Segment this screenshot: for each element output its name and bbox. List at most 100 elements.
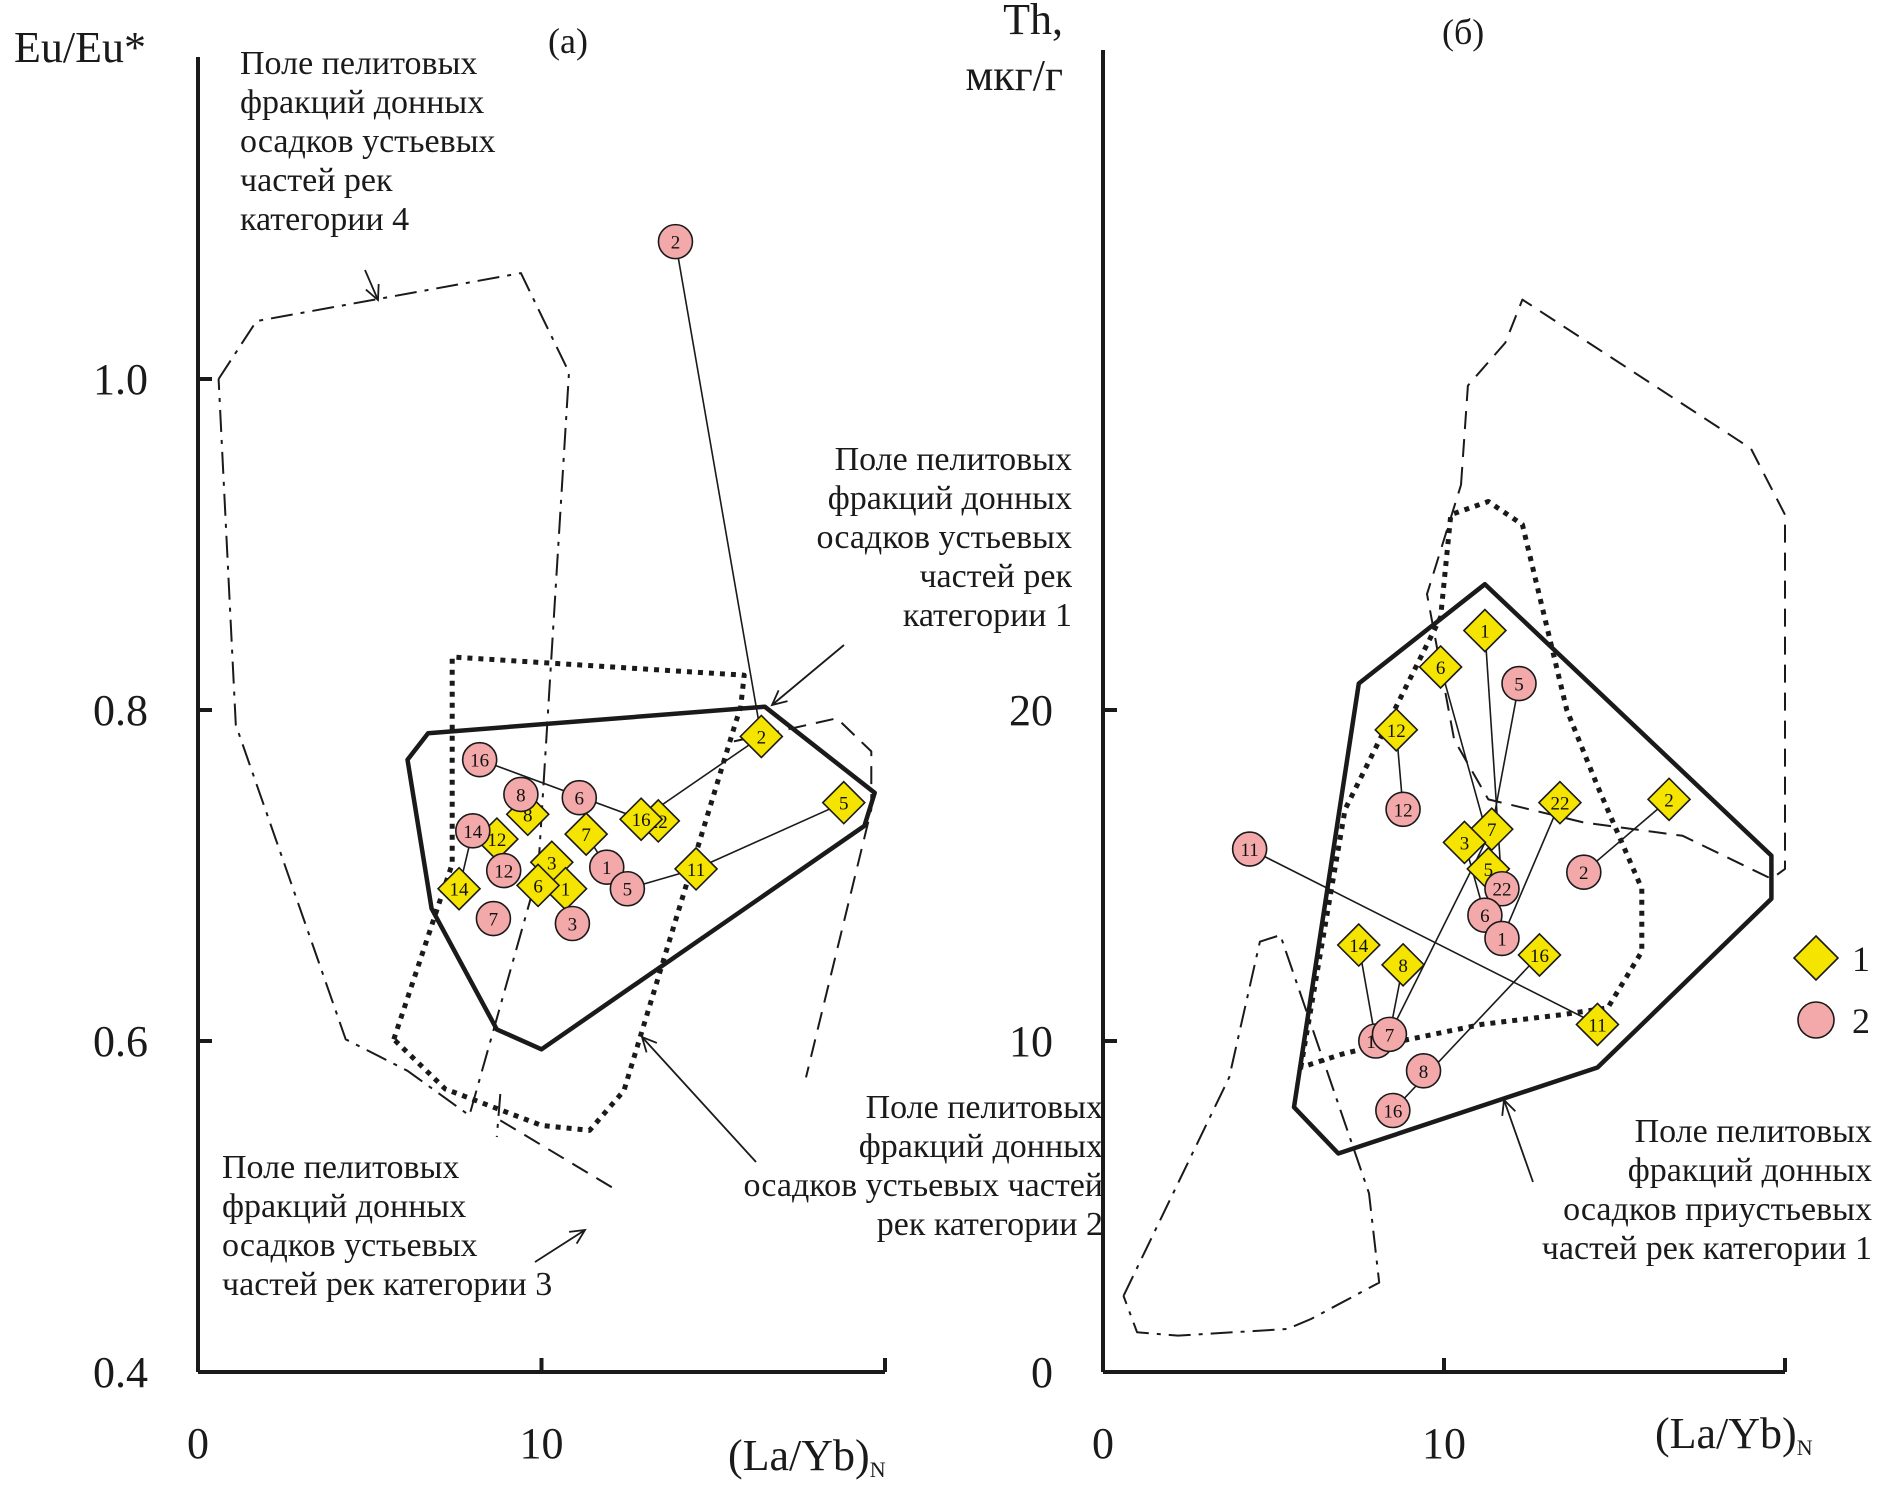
diamond-marker-2: 2 (1646, 777, 1692, 822)
field-cat3-dashed (733, 717, 873, 1078)
marker-label: 1 (561, 880, 571, 901)
circle-shape (485, 852, 522, 889)
diamond-shape (1575, 1002, 1620, 1047)
annotation-arrow (1503, 1099, 1534, 1183)
diamond-marker-6: 6 (515, 863, 561, 908)
annotation-line: Поле пелитовых (835, 441, 1072, 478)
y-tick-label: 10 (1009, 1017, 1053, 1066)
circle-marker-11: 11 (1231, 831, 1268, 867)
panel-a-arrows (364, 269, 845, 1263)
panel-b-markers: 161222273514816115121122261147816 (1231, 608, 1692, 1129)
panel-a-markers: 251122167316812142168614127153 (436, 223, 866, 942)
arrow-head (770, 690, 788, 707)
marker-label: 12 (1387, 721, 1406, 742)
annotation-arrow (771, 644, 845, 706)
circle-marker-8: 8 (503, 776, 539, 813)
marker-label: 5 (1484, 860, 1494, 881)
diamond-marker-8: 8 (1380, 942, 1426, 988)
marker-label: 6 (1480, 906, 1490, 927)
diamond-marker-16: 16 (618, 797, 664, 842)
diamond-marker-14: 14 (1336, 922, 1381, 968)
annotation-line: категории 1 (903, 597, 1072, 634)
circle-shape (1501, 665, 1537, 702)
circle-marker-16: 16 (461, 741, 498, 778)
connection-line (479, 758, 642, 820)
y-tick-label: 0 (1031, 1348, 1053, 1397)
marker-label: 1 (1497, 929, 1507, 950)
diamond-shape (739, 714, 784, 759)
annotation-line: осадков устьевых (222, 1227, 478, 1264)
connection-line (1392, 954, 1541, 1112)
legend-circle-icon (1797, 1001, 1835, 1039)
marker-label: 12 (1394, 800, 1413, 821)
annotation-line: фракций донных (828, 480, 1072, 517)
circle-shape (1484, 920, 1520, 957)
marker-label: 2 (1579, 863, 1589, 884)
diamond-marker-12: 12 (1374, 707, 1419, 752)
annotation-line: частей рек (919, 558, 1072, 595)
legend-diamond-icon (1792, 934, 1840, 982)
circle-shape (1484, 870, 1520, 907)
circle-marker-8: 8 (1405, 1052, 1442, 1089)
panel-b: 161222273514816115121122261147816 010200… (965, 0, 1872, 1468)
panel-a-fields (217, 272, 877, 1190)
diamond-shape (564, 811, 609, 857)
field-dashdot (1122, 934, 1381, 1337)
connection-line (1501, 802, 1561, 939)
annotation-line: осадков устьевых частей (744, 1167, 1103, 1204)
panel-a-label: (а) (548, 21, 588, 61)
marker-label: 12 (494, 862, 513, 883)
marker-label: 16 (1383, 1102, 1402, 1123)
annotation-line: рек категории 2 (877, 1206, 1103, 1243)
y-tick-label: 0.8 (93, 686, 148, 735)
marker-label: 3 (568, 914, 578, 935)
diamond-marker-3: 3 (1442, 820, 1487, 865)
marker-label: 8 (1398, 956, 1408, 977)
diamond-shape (618, 797, 664, 842)
marker-label: 1 (602, 858, 612, 879)
field-dotted (1298, 499, 1645, 1070)
panel-b-x-label-sub: N (1797, 1435, 1813, 1460)
marker-label: 8 (516, 785, 526, 806)
panel-a-x-label-main: (La/Yb) (728, 1431, 870, 1480)
x-tick-label: 0 (1092, 1419, 1114, 1468)
circle-shape (657, 223, 694, 260)
panel-a-y-label: Eu/Eu* (14, 23, 146, 72)
diamond-shape (1646, 777, 1692, 822)
diamond-marker-7: 7 (564, 811, 609, 857)
annotation-line: фракций донных (240, 84, 484, 121)
panel-b-label: (б) (1442, 12, 1484, 52)
panel-a-x-label-sub: N (870, 1457, 886, 1482)
arrow-head (1501, 1098, 1516, 1117)
annotation-line: осадков устьевых (240, 123, 496, 160)
annotation-line: Th, (1003, 0, 1063, 44)
annotation-line: Поле пелитовых (866, 1089, 1103, 1126)
marker-label: 8 (523, 805, 533, 826)
circle-marker-7: 7 (475, 900, 512, 937)
diamond-shape (1517, 932, 1562, 978)
marker-label: 16 (470, 751, 489, 772)
connection-line (1583, 798, 1670, 873)
y-tick-label: 1.0 (93, 355, 148, 404)
circle-marker-14: 14 (454, 813, 491, 849)
diamond-shape (1336, 922, 1381, 968)
marker-label: 3 (547, 853, 557, 874)
circle-shape (1566, 854, 1602, 890)
circle-marker-16: 16 (1375, 1092, 1411, 1129)
diamond-shape (821, 780, 866, 825)
marker-label: 2 (671, 233, 681, 254)
marker-label: 22 (1492, 880, 1511, 901)
circle-shape (609, 870, 646, 907)
circle-shape (561, 779, 598, 816)
marker-label: 11 (1588, 1015, 1606, 1036)
diamond-marker-14: 14 (436, 866, 482, 911)
panel-b-arrows (1501, 1098, 1534, 1183)
marker-label: 6 (533, 876, 543, 897)
annotation-line: Поле пелитовых (222, 1149, 459, 1186)
circle-marker-3: 3 (554, 905, 591, 942)
diamond-shape (673, 846, 719, 892)
